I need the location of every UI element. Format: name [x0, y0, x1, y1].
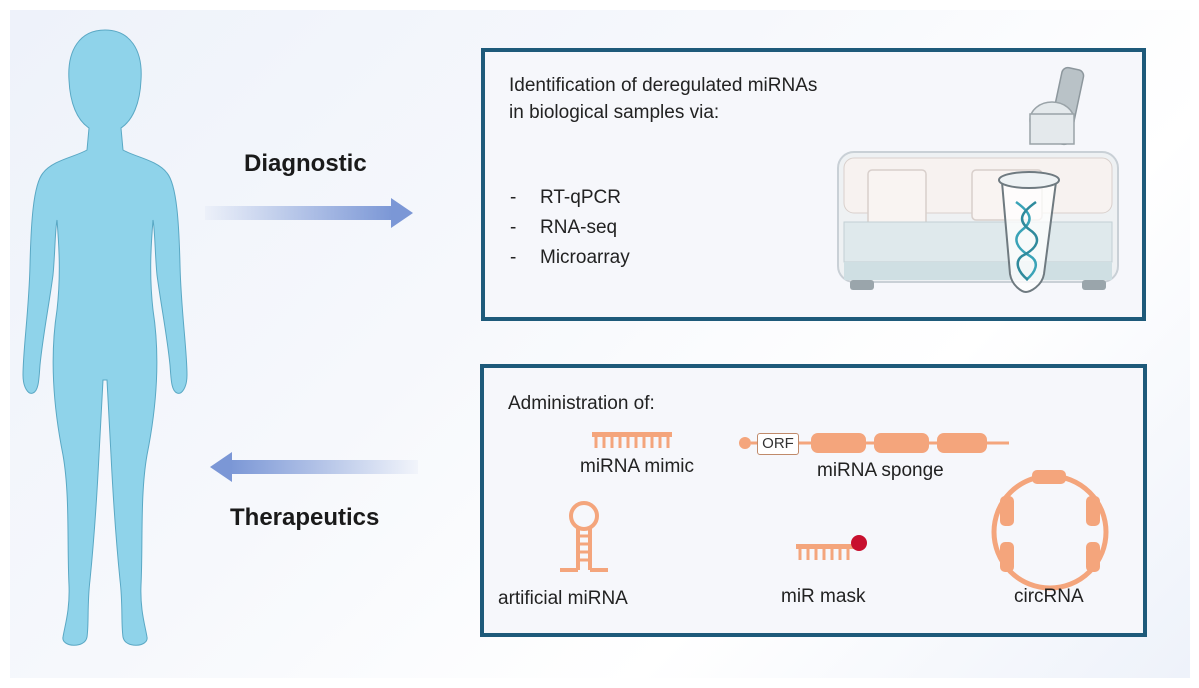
- method-item: Microarray: [540, 247, 630, 268]
- arrow-right-icon: [205, 198, 413, 228]
- therapeutics-label: Therapeutics: [230, 504, 380, 531]
- diagnostic-label: Diagnostic: [244, 150, 367, 177]
- mir-mask-label: miR mask: [781, 586, 866, 607]
- diagnostic-heading-line2: in biological samples via:: [509, 102, 720, 123]
- method-bullet: -: [510, 217, 517, 238]
- artificial-mirna-icon: [560, 501, 608, 572]
- mirna-sponge-label: miRNA sponge: [817, 460, 944, 481]
- orf-box-label: ORF: [757, 433, 799, 455]
- method-item: RNA-seq: [540, 217, 618, 238]
- therapeutic-box: Administration of: miRNA mimic ORF miRNA…: [480, 364, 1147, 637]
- method-bullet: -: [510, 247, 517, 268]
- method-item: RT-qPCR: [540, 187, 621, 208]
- method-bullet: -: [510, 187, 517, 208]
- circrna-label: circRNA: [1014, 586, 1084, 607]
- artificial-mirna-label: artificial miRNA: [498, 588, 628, 609]
- therapeutic-heading: Administration of:: [508, 393, 655, 414]
- diagnostic-heading-line1: Identification of deregulated miRNAs: [509, 75, 818, 96]
- arrow-left-icon: [210, 452, 418, 482]
- mirna-sponge-icon: [739, 433, 1009, 453]
- mirna-mimic-label: miRNA mimic: [580, 456, 694, 477]
- mir-mask-icon: [796, 535, 867, 560]
- pcr-machine-icon: [837, 66, 1119, 294]
- circrna-icon: [991, 470, 1109, 591]
- human-figure-icon: [22, 29, 188, 646]
- mirna-mimic-icon: [592, 432, 672, 448]
- diagnostic-box: Identification of deregulated miRNAs in …: [481, 48, 1146, 321]
